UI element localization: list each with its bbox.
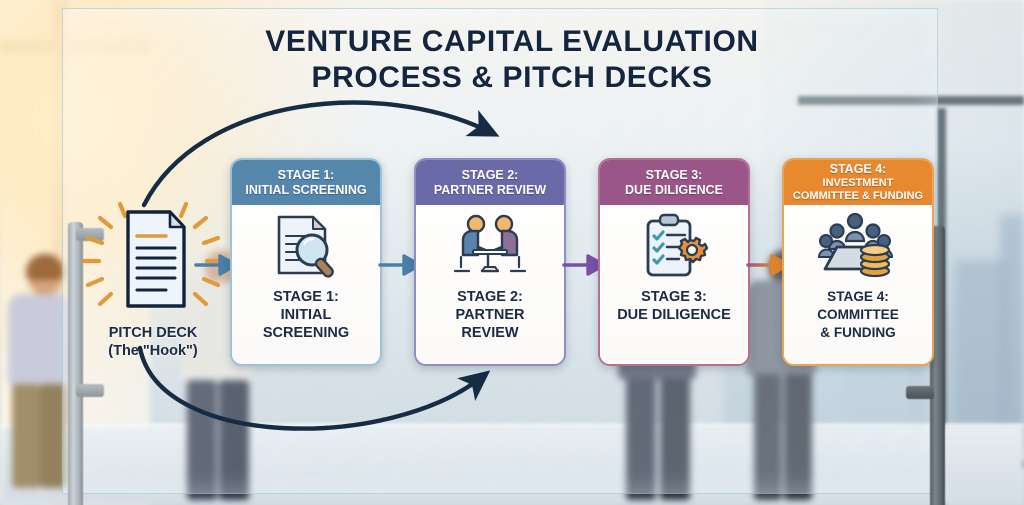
- stage-text-line: REVIEW: [461, 325, 519, 341]
- title-line-1: VENTURE CAPITAL EVALUATION: [265, 25, 759, 58]
- stage-card-1[interactable]: STAGE 1: INITIAL SCREENING: [230, 158, 382, 366]
- stage-text-line: & FUNDING: [820, 325, 896, 340]
- stage-card-body-4: STAGE 4: COMMITTEE & FUNDING: [784, 205, 932, 364]
- stage-text-line: STAGE 4:: [827, 289, 889, 304]
- stage-card-header-3: STAGE 3: DUE DILIGENCE: [600, 160, 748, 205]
- stage-header-line: STAGE 2:: [461, 168, 519, 182]
- stage-header-line: STAGE 3:: [645, 168, 703, 182]
- glass-clamp: [76, 228, 104, 241]
- clipboard-checklist-gear-icon: [633, 211, 715, 281]
- glass-clamp: [76, 384, 104, 397]
- background-person: [2, 254, 76, 488]
- stage-text-line: INITIAL: [280, 307, 332, 323]
- pitch-deck-label-line-1: PITCH DECK: [108, 325, 198, 341]
- committee-table-coins-icon: [817, 211, 899, 281]
- stage-header-line: DUE DILIGENCE: [625, 182, 723, 197]
- stage-header-line: INITIAL SCREENING: [245, 182, 367, 197]
- stage-header-line: COMMITTEE & FUNDING: [792, 189, 924, 202]
- stage-card-text-3: STAGE 3: DUE DILIGENCE: [617, 288, 731, 324]
- glass-post-left: [68, 222, 83, 505]
- stage-card-2[interactable]: STAGE 2: PARTNER REVIEW: [414, 158, 566, 366]
- stage-text-line: PARTNER: [455, 307, 525, 323]
- stage-card-3[interactable]: STAGE 3: DUE DILIGENCE: [598, 158, 750, 366]
- document-magnifier-icon: [265, 211, 347, 281]
- stage-text-line: DUE DILIGENCE: [617, 307, 731, 323]
- stage-card-body-1: STAGE 1: INITIAL SCREENING: [232, 205, 380, 364]
- document-sparkle-icon: [78, 196, 228, 322]
- stage-card-header-1: STAGE 1: INITIAL SCREENING: [232, 160, 380, 205]
- office-floor: [0, 425, 1024, 505]
- stage-text-line: STAGE 3:: [641, 289, 707, 305]
- glass-clamp: [906, 386, 934, 399]
- stage-text-line: COMMITTEE: [817, 307, 899, 322]
- stage-card-header-4: STAGE 4: INVESTMENT COMMITTEE & FUNDING: [784, 160, 932, 205]
- stage-card-header-2: STAGE 2: PARTNER REVIEW: [416, 160, 564, 205]
- stage-card-text-4: STAGE 4: COMMITTEE & FUNDING: [817, 288, 899, 342]
- stage-header-line: STAGE 4:: [829, 161, 887, 176]
- pitch-deck-node[interactable]: PITCH DECK (The "Hook"): [78, 196, 228, 360]
- stage-card-text-1: STAGE 1: INITIAL SCREENING: [263, 288, 349, 342]
- floor-horizon-line: [0, 424, 1024, 427]
- stage-card-body-3: STAGE 3: DUE DILIGENCE: [600, 205, 748, 364]
- pitch-deck-label: PITCH DECK (The "Hook"): [78, 324, 228, 360]
- stage-card-body-2: STAGE 2: PARTNER REVIEW: [416, 205, 564, 364]
- stage-card-text-2: STAGE 2: PARTNER REVIEW: [455, 288, 524, 342]
- page-title: VENTURE CAPITAL EVALUATION PROCESS & PIT…: [0, 24, 1024, 96]
- stage-header-line: STAGE 1:: [277, 168, 335, 182]
- window-frame: [798, 96, 1024, 105]
- stage-text-line: SCREENING: [262, 325, 350, 341]
- stage-text-line: STAGE 1:: [273, 289, 339, 305]
- stage-header-line: PARTNER REVIEW: [433, 182, 547, 197]
- handshake-meeting-icon: [449, 211, 531, 281]
- stage-text-line: STAGE 2:: [457, 289, 523, 305]
- stage-header-line: INVESTMENT: [822, 176, 894, 189]
- pitch-deck-label-line-2: (The "Hook"): [108, 343, 198, 359]
- stage-card-4[interactable]: STAGE 4: INVESTMENT COMMITTEE & FUNDING: [782, 158, 934, 366]
- title-line-2: PROCESS & PITCH DECKS: [311, 61, 713, 94]
